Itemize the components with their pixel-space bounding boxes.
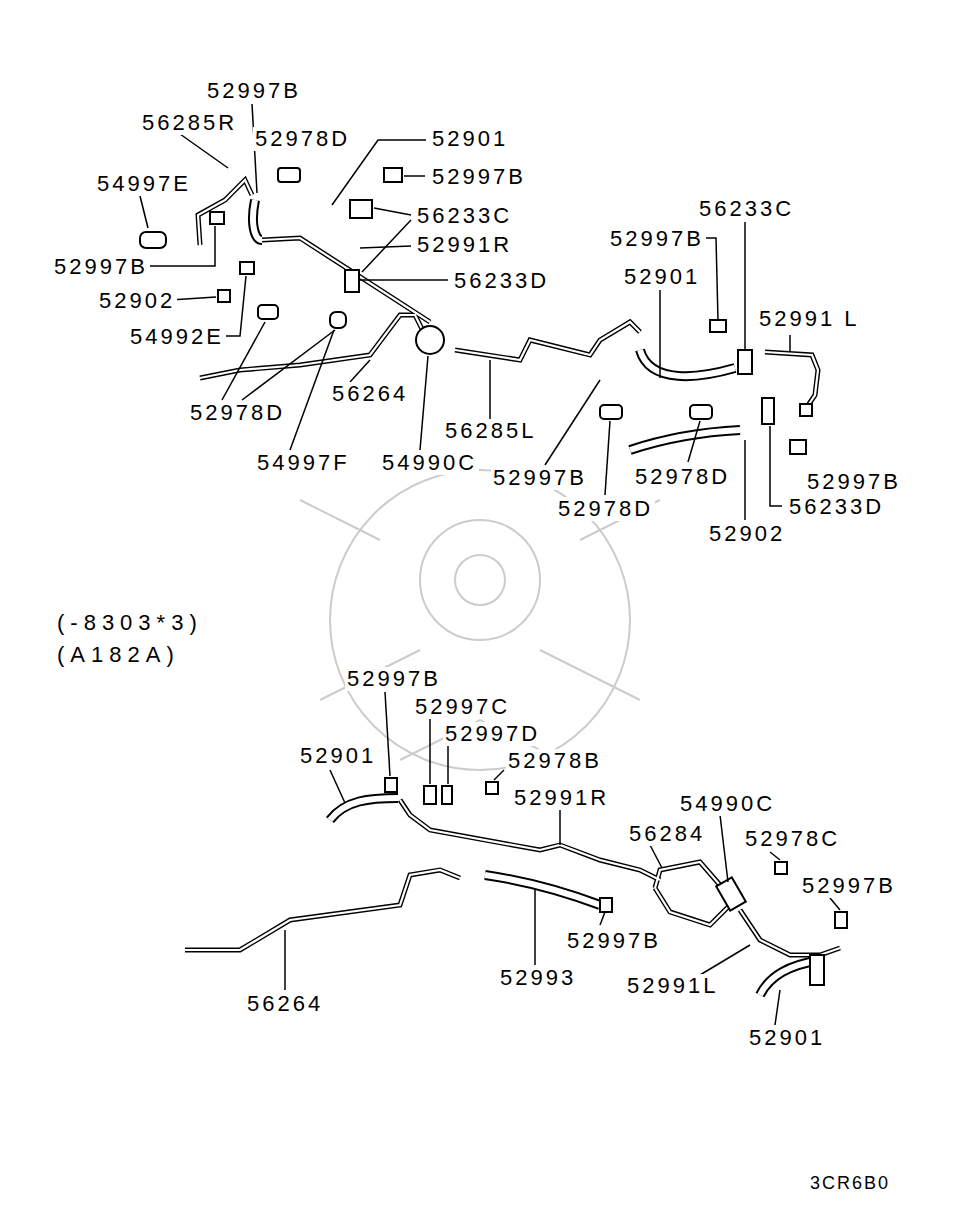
callout-number: 56285L bbox=[443, 419, 538, 443]
callout-number: 52997B bbox=[800, 874, 898, 898]
callout-number: 56233D bbox=[787, 495, 886, 519]
callout-number: 52997B bbox=[52, 255, 150, 279]
fittings bbox=[140, 168, 847, 985]
callout-number: 56264 bbox=[330, 382, 410, 406]
callout-number: 52978C bbox=[743, 827, 842, 851]
leader-lines bbox=[140, 104, 840, 1025]
callout-number: 52997C bbox=[413, 695, 512, 719]
brake-pipe bbox=[185, 180, 840, 955]
callout-number: 56233D bbox=[452, 269, 551, 293]
callout-number: 54997E bbox=[95, 172, 193, 196]
callout-number: 52901 bbox=[298, 744, 378, 768]
callout-number: 52991L bbox=[625, 974, 720, 998]
callout-number: 54990C bbox=[380, 451, 479, 475]
callout-number: 56285R bbox=[140, 111, 239, 135]
callout-number: 52901 bbox=[622, 265, 702, 289]
callout-number: 52997D bbox=[443, 722, 542, 746]
callout-number: 52902 bbox=[707, 522, 787, 546]
watermark-logo bbox=[300, 470, 660, 770]
figure-code: 3CR6B0 bbox=[808, 1171, 892, 1195]
callout-number: 52997B bbox=[491, 466, 589, 490]
callout-number: 52901 bbox=[430, 127, 510, 151]
variant-note: (A182A) bbox=[55, 643, 182, 667]
callout-number: 52991 L bbox=[757, 307, 862, 331]
callout-number: 52997B bbox=[205, 79, 303, 103]
callout-number: 56233C bbox=[415, 204, 514, 228]
callout-number: 52978D bbox=[633, 465, 732, 489]
callout-number: 52991R bbox=[512, 786, 611, 810]
callout-number: 52978D bbox=[556, 497, 655, 521]
callout-number: 54990C bbox=[678, 792, 777, 816]
variant-note: (-8303*3) bbox=[55, 611, 205, 635]
callout-number: 56284 bbox=[627, 822, 707, 846]
brake-pipe bbox=[185, 180, 840, 955]
callout-number: 52997B bbox=[565, 929, 663, 953]
callout-number: 56233C bbox=[697, 197, 796, 221]
callout-number: 52997B bbox=[608, 227, 706, 251]
callout-number: 52997B bbox=[345, 667, 443, 691]
callout-number: 52978D bbox=[253, 127, 352, 151]
callout-number: 52997B bbox=[805, 470, 903, 494]
callout-number: 52997B bbox=[430, 165, 528, 189]
brake-hose bbox=[253, 200, 820, 995]
callout-number: 52991R bbox=[415, 233, 514, 257]
callout-number: 52978D bbox=[188, 401, 287, 425]
callout-number: 54997F bbox=[255, 451, 352, 475]
callout-number: 52978B bbox=[506, 749, 604, 773]
callout-number: 52901 bbox=[747, 1026, 827, 1050]
callout-number: 52993 bbox=[498, 966, 578, 990]
callout-number: 52902 bbox=[97, 289, 177, 313]
brake-hose bbox=[253, 200, 820, 995]
callout-number: 54992E bbox=[128, 325, 226, 349]
callout-number: 56264 bbox=[245, 992, 325, 1016]
